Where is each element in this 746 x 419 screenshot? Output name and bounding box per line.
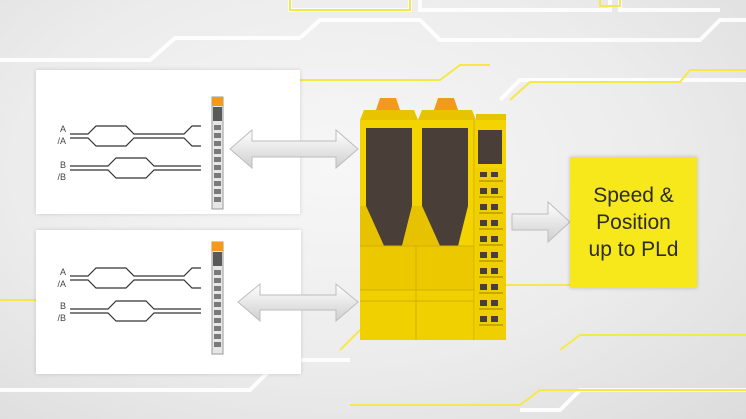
signal-label-b: B <box>60 160 66 170</box>
signal-label-a-inverted: /A <box>57 136 66 146</box>
signal-label-a: A <box>60 267 66 277</box>
output-line-3: up to PLd <box>588 238 679 261</box>
safety-controller-module <box>360 98 506 340</box>
speed-position-box: Speed & Position up to PLd <box>570 157 697 288</box>
signal-waveform-b <box>70 157 201 167</box>
signal-waveform-a-inverted <box>70 137 201 147</box>
signal-label-b: B <box>60 301 66 311</box>
double-arrow-bottom <box>237 282 359 323</box>
encoder-terminal-block-bottom <box>211 241 224 355</box>
signal-label-a: A <box>60 124 66 134</box>
speed-position-text: Speed & Position up to PLd <box>589 182 679 263</box>
double-arrow-top <box>229 128 359 170</box>
signal-waveform-b <box>70 300 201 310</box>
signal-waveform-b-inverted <box>70 169 201 179</box>
encoder-terminal-block-top <box>211 96 224 210</box>
signal-label-b-inverted: /B <box>57 313 66 323</box>
module-display-right <box>422 128 468 246</box>
signal-waveform-a <box>70 125 201 135</box>
module-display-left <box>366 128 412 246</box>
output-arrow <box>511 200 571 244</box>
signal-label-b-inverted: /B <box>57 172 66 182</box>
signal-label-a-inverted: /A <box>57 279 66 289</box>
signal-waveform-a-inverted <box>70 279 201 289</box>
orange-tab-left <box>376 98 400 110</box>
module-display-small <box>478 130 502 164</box>
encoder-signal-diagram-bottom: A /A B /B <box>57 241 224 355</box>
module-terminal-column <box>476 168 506 340</box>
orange-tab-right <box>434 98 458 110</box>
encoder-signal-diagram-top: A /A B /B <box>57 96 224 210</box>
output-line-1: Speed & <box>593 184 674 207</box>
signal-waveform-a <box>70 267 201 277</box>
output-line-2: Position <box>596 211 671 234</box>
signal-waveform-b-inverted <box>70 312 201 322</box>
